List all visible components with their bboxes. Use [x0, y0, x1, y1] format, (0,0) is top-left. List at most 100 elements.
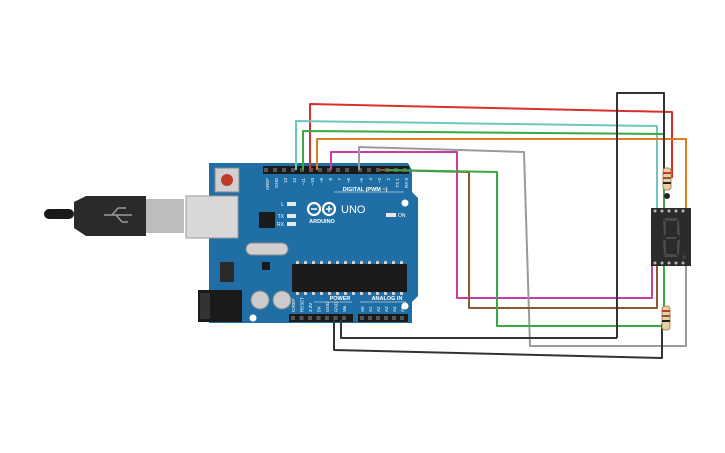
wire-magenta[interactable]: [330, 151, 653, 299]
digital-pin-label: TX 1: [395, 178, 400, 188]
model-label: UNO: [341, 204, 366, 216]
header-hole[interactable]: [368, 316, 372, 320]
capacitor: [250, 290, 270, 310]
brand-label: ARDUINO: [309, 219, 335, 225]
resistor-body: [661, 305, 671, 331]
power-pin-label: IOREF: [291, 298, 296, 312]
power-pin-label: RESET: [300, 297, 305, 312]
analog-pin-label: A4: [392, 306, 397, 312]
wire-red[interactable]: [309, 103, 673, 178]
chip-pins-top: [296, 261, 403, 264]
chip-pin: [352, 292, 355, 295]
header-hole[interactable]: [376, 168, 380, 172]
digital-pin-label: 12: [292, 178, 297, 184]
resistor-band: [663, 177, 671, 179]
wire-black-right[interactable]: [616, 92, 665, 338]
header-hole[interactable]: [291, 316, 295, 320]
bottom-header-holes[interactable]: [291, 316, 404, 320]
resistor-band: [663, 182, 671, 184]
power-header: [289, 314, 353, 322]
wire-black-bottom[interactable]: [333, 320, 663, 359]
power-pin-label: 5V: [317, 306, 322, 312]
header-hole[interactable]: [336, 168, 340, 172]
chip-pin: [296, 261, 299, 264]
wire-black-gnd[interactable]: [340, 320, 617, 339]
header-hole[interactable]: [345, 168, 349, 172]
chip-pin: [360, 261, 363, 264]
chip-pins-bottom: [296, 292, 403, 295]
header-hole[interactable]: [342, 316, 346, 320]
display-pin: [674, 209, 678, 213]
wire-brown[interactable]: [379, 169, 658, 309]
chip-pin: [360, 292, 363, 295]
header-hole[interactable]: [282, 168, 286, 172]
analog-pin-label: A2: [376, 306, 381, 312]
power-pin-label: GND: [334, 301, 339, 312]
display-pin: [674, 261, 678, 265]
small-chip: [262, 262, 270, 270]
display-pins: [653, 209, 685, 265]
header-hole[interactable]: [360, 316, 364, 320]
digital-pin-label: RX 0: [404, 178, 409, 189]
wire-teal[interactable]: [295, 120, 658, 212]
header-hole[interactable]: [367, 168, 371, 172]
header-hole[interactable]: [316, 316, 321, 320]
chip-pin: [392, 292, 395, 295]
usb-jack: [185, 195, 239, 239]
usb-cable[interactable]: [44, 196, 184, 236]
segment-c: [677, 239, 680, 256]
digital-pin-label: ~11: [301, 178, 306, 186]
usb-plug-neck: [146, 199, 184, 233]
digital-section-label: DIGITAL (PWM ~): [343, 187, 388, 193]
digital-pin-label: 8: [328, 178, 333, 181]
resistor-top[interactable]: [662, 167, 672, 199]
seven-segment-display[interactable]: 8: [651, 208, 691, 266]
chip-pin: [384, 261, 387, 264]
chip-pin: [312, 292, 315, 295]
voltage-regulator: [220, 262, 234, 282]
digital-pin-label: 7: [337, 178, 342, 181]
led-rx: [287, 222, 296, 226]
header-hole[interactable]: [384, 316, 388, 320]
header-hole[interactable]: [392, 316, 396, 320]
segment-a: [664, 218, 678, 221]
header-hole[interactable]: [333, 316, 338, 320]
led-on-label: ON: [398, 213, 406, 219]
digital-pin-label: ~6: [346, 178, 351, 184]
display-pin: [667, 261, 671, 265]
analog-section-label: ANALOG IN: [372, 296, 403, 302]
segment-dp: [682, 255, 686, 259]
display-pin: [681, 209, 685, 213]
segment-e: [663, 239, 666, 256]
header-hole[interactable]: [327, 168, 331, 172]
resistor-band: [663, 172, 671, 174]
mounting-hole: [401, 199, 409, 207]
header-hole[interactable]: [318, 168, 322, 172]
crystal-oscillator: [245, 242, 289, 256]
usb-plug-body: [74, 196, 146, 236]
display-pin: [681, 261, 685, 265]
resistor-bottom[interactable]: [661, 305, 671, 331]
segment-b: [677, 219, 680, 236]
header-hole[interactable]: [291, 168, 295, 172]
header-hole[interactable]: [299, 316, 304, 320]
display-pin: [660, 261, 664, 265]
header-hole[interactable]: [400, 316, 404, 320]
header-hole[interactable]: [325, 316, 329, 320]
digital-pin-label: GND: [274, 177, 279, 188]
chip-pin: [296, 292, 299, 295]
header-hole[interactable]: [376, 316, 380, 320]
display-segments: [663, 218, 686, 259]
header-hole[interactable]: [308, 316, 312, 320]
header-hole[interactable]: [264, 168, 268, 172]
wire-gray[interactable]: [358, 146, 687, 347]
analog-pin-label: A1: [368, 306, 373, 312]
reset-button[interactable]: [221, 174, 233, 186]
header-hole[interactable]: [273, 168, 277, 172]
chip-pin: [344, 292, 347, 295]
